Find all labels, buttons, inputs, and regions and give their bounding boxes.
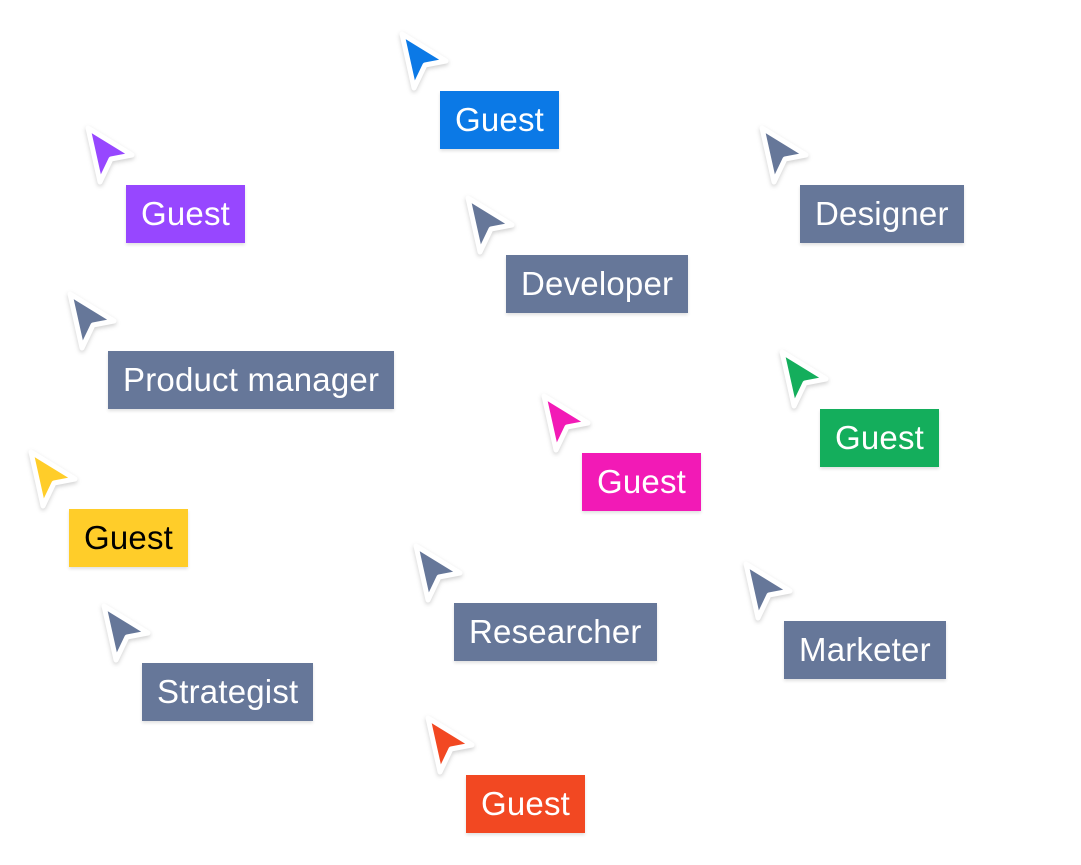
cursor-label: Guest <box>582 453 702 511</box>
cursor-arrow-icon <box>413 543 463 603</box>
cursor-label: Developer <box>506 255 689 313</box>
cursor-arrow-icon <box>399 31 449 91</box>
cursor-arrow-icon <box>743 561 793 621</box>
cursor-label: Guest <box>466 775 586 833</box>
cursor-label: Product manager <box>108 351 395 409</box>
cursor-label: Guest <box>126 185 246 243</box>
cursor-label: Strategist <box>142 663 314 721</box>
cursor-arrow-icon <box>779 349 829 409</box>
cursor-label: Guest <box>820 409 940 467</box>
cursor-label: Marketer <box>784 621 946 679</box>
cursor-label: Designer <box>800 185 964 243</box>
cursor-arrow-icon <box>759 125 809 185</box>
cursor-label: Researcher <box>454 603 657 661</box>
cursor-arrow-icon <box>425 715 475 775</box>
cursor-arrow-icon <box>28 449 78 509</box>
cursor-arrow-icon <box>101 603 151 663</box>
cursor-label: Guest <box>69 509 189 567</box>
cursor-arrow-icon <box>67 291 117 351</box>
cursor-arrow-icon <box>465 195 515 255</box>
cursor-arrow-icon <box>541 393 591 453</box>
cursor-arrow-icon <box>85 125 135 185</box>
cursor-label: Guest <box>440 91 560 149</box>
